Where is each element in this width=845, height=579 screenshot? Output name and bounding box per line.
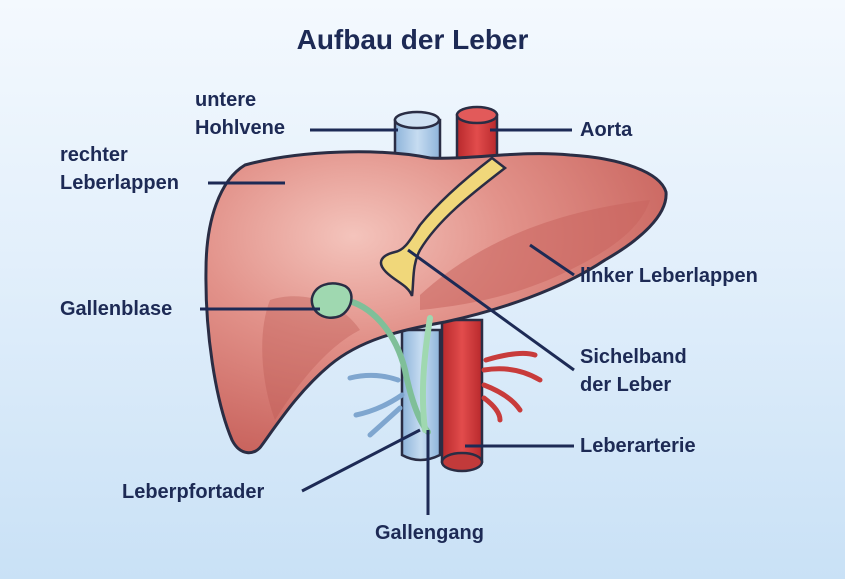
hepatic-artery-shape: [440, 318, 543, 473]
label-gallbladder: Gallenblase: [60, 298, 173, 320]
label-left-lobe: linker Leberlappen: [580, 265, 758, 287]
leader-falciform: [407, 248, 575, 372]
diagram-title: Aufbau der Leber: [296, 24, 529, 55]
leader-left-lobe: [529, 243, 575, 277]
label-bile-duct: Gallengang: [375, 522, 484, 544]
leader-portal-vein: [301, 428, 421, 493]
label-hepatic-artery: Leberarterie: [580, 435, 696, 457]
falciform-ligament-shape: [379, 156, 508, 297]
right-lobe-shadow: [262, 296, 360, 420]
leader-lines: [200, 128, 575, 515]
label-portal-vein: Leberpfortader: [122, 481, 265, 503]
left-lobe-shadow: [420, 200, 650, 310]
gallbladder-shape: [310, 282, 433, 435]
label-aorta: Aorta: [580, 119, 633, 141]
